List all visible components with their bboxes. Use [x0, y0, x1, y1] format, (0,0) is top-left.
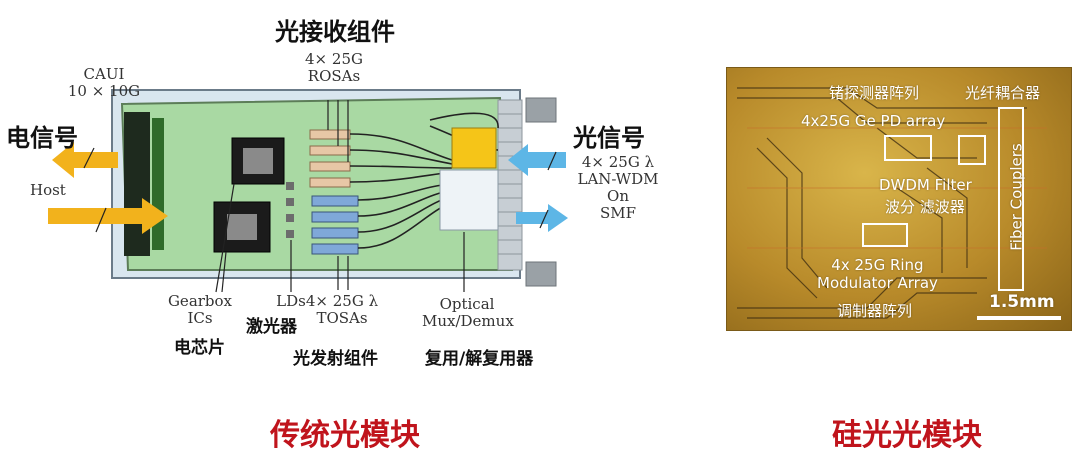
- lambda-line3: On: [607, 187, 629, 205]
- rosa-cn-title: 光接收组件: [275, 18, 395, 46]
- gearbox-cn-label: 电芯片: [174, 338, 225, 358]
- rosa-label-line2: ROSAs: [307, 67, 361, 85]
- connector-bracket: [152, 118, 164, 250]
- scale-bar-label: 1.5mm: [989, 292, 1055, 312]
- optical-arrow-in: [508, 144, 566, 176]
- ge-pd-en-label: 4x25G Ge PD array: [801, 112, 946, 130]
- mux-cn-label: 复用/解复用器: [425, 349, 534, 369]
- ring-en-line1: 4x 25G Ring: [831, 256, 924, 274]
- elec-arrow-in: [48, 198, 168, 234]
- caui-line2: 10 × 10G: [67, 82, 141, 100]
- gearbox-line1: Gearbox: [167, 292, 233, 310]
- gearbox-label: Gearbox ICs: [160, 293, 240, 327]
- ring-mod-cn-label: 调制器阵列: [837, 302, 913, 320]
- leader-lines: [215, 100, 465, 293]
- mux-yellow: [451, 127, 497, 169]
- lds-cn-label: 激光器: [246, 317, 297, 337]
- demux-block: [439, 169, 499, 231]
- caui-line1: CAUI: [83, 65, 125, 83]
- chip-traces: [737, 87, 1061, 320]
- dwdm-box: [958, 135, 986, 165]
- caui-label: CAUI 10 × 10G: [54, 66, 154, 100]
- latch-top: [525, 97, 557, 123]
- dwdm-cn-label: 波分 滤波器: [885, 198, 965, 216]
- lambda-line1: 4× 25G λ: [581, 153, 655, 171]
- traditional-module-diagram: 光接收组件 4× 25G ROSAs CAUI 10 × 10G 电信号 Hos…: [6, 18, 668, 369]
- ring-mod-en-label: 4x 25G Ring Modulator Array: [817, 256, 938, 292]
- heat-fins: [497, 99, 523, 271]
- ge-pd-cn-label: 锗探测器阵列: [829, 84, 920, 102]
- gearbox-line2: ICs: [187, 309, 213, 327]
- rosa-label: 4× 25G ROSAs: [294, 51, 374, 85]
- ring-mod-box: [862, 223, 908, 247]
- fiber-coupler-box: [998, 107, 1024, 291]
- fiber-couplers-en-label: Fiber Couplers: [1007, 143, 1026, 251]
- tosa-line2: TOSAs: [316, 309, 368, 327]
- edge-connector: [124, 112, 150, 256]
- dwdm-en-label: DWDM Filter: [879, 176, 972, 194]
- fiber-coupler-cn-label: 光纤耦合器: [965, 84, 1041, 102]
- ge-pd-box: [884, 135, 932, 161]
- host-label: Host: [30, 181, 66, 199]
- lds-label: LDs: [276, 292, 306, 310]
- elec-arrow-out: [52, 142, 118, 178]
- silicon-photonics-chip: 锗探测器阵列 光纤耦合器 4x25G Ge PD array DWDM Filt…: [726, 67, 1072, 331]
- module-drawing: [48, 89, 568, 293]
- mux-label: Optical Mux/Demux: [422, 295, 514, 330]
- lambda-line2: LAN-WDM: [577, 170, 659, 188]
- silicon-photonics-caption: 硅光光模块: [832, 418, 982, 453]
- laser-diodes: [286, 182, 294, 238]
- traditional-caption: 传统光模块: [270, 418, 420, 453]
- latch-bottom: [525, 261, 557, 287]
- mux-line2: Mux/Demux: [422, 312, 514, 330]
- lambda-label: 4× 25G λ LAN-WDM On SMF: [568, 154, 668, 222]
- tosa-line1: 4× 25G λ: [305, 292, 379, 310]
- tosa-label: 4× 25G λ TOSAs: [302, 293, 382, 327]
- rosa-label-line1: 4× 25G: [305, 50, 363, 68]
- optical-signal-label: 光信号: [573, 124, 645, 152]
- optical-arrow-out: [516, 204, 568, 232]
- lambda-line4: SMF: [599, 204, 637, 222]
- tosa-cn-label: 光发射组件: [293, 349, 378, 369]
- electrical-signal-label: 电信号: [6, 124, 78, 152]
- tosa-array: [311, 195, 359, 255]
- mux-line1: Optical: [439, 295, 495, 313]
- scale-bar: [977, 316, 1061, 320]
- ring-en-line2: Modulator Array: [817, 274, 938, 292]
